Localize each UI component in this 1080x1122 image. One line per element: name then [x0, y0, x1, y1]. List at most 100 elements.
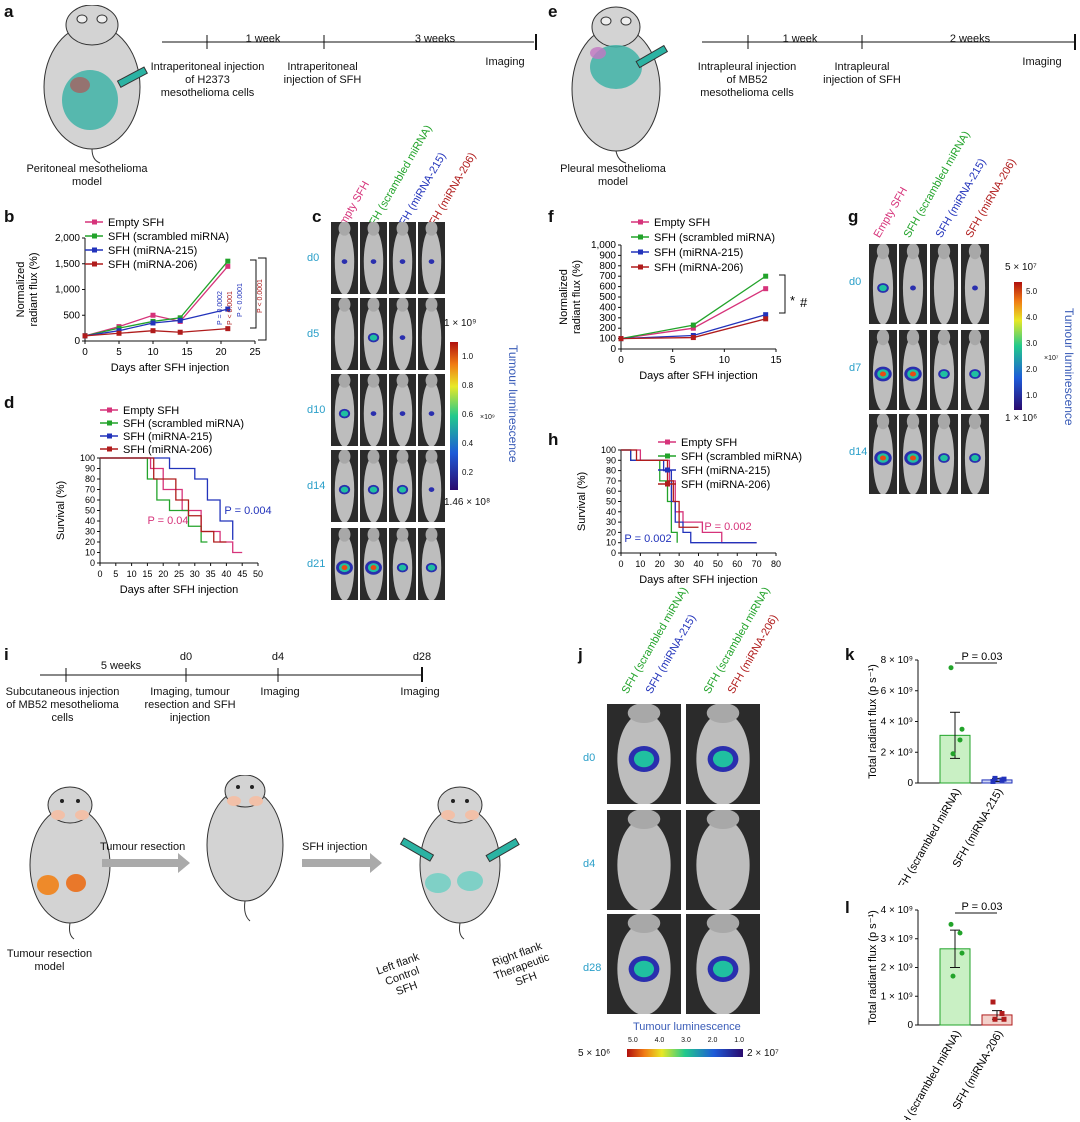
timeline-period-i-1: 5 weeks	[100, 660, 142, 672]
mouse-head	[706, 914, 740, 933]
legend-entry: SFH (scrambled miRNA)	[123, 418, 244, 430]
row-day-label: d4	[583, 858, 596, 870]
imaging-tile	[961, 330, 989, 410]
y-axis-label: Normalizedradiant flux (%)	[15, 253, 40, 327]
imaging-tile	[360, 450, 387, 522]
legend-marker	[107, 446, 112, 452]
mouse-head	[367, 222, 380, 236]
label-left-flank: Left flank Control SFH	[374, 950, 422, 999]
x-tick-label: 40	[693, 559, 703, 569]
x-tick-label: 20	[655, 559, 665, 569]
x-tick-label: 50	[713, 559, 723, 569]
data-point	[690, 325, 696, 331]
data-point	[225, 258, 231, 264]
imaging-tile	[869, 244, 897, 324]
p-value-annotation: P < 0.0001	[257, 279, 264, 313]
y-tick-label: 40	[606, 507, 616, 517]
p-value-annotation: P < 0.0001	[227, 291, 234, 325]
panel-label-c: c	[312, 207, 322, 226]
imaging-tile-image	[872, 244, 894, 324]
imaging-tile	[686, 810, 760, 910]
legend-marker	[92, 233, 97, 239]
row-day-label: d0	[849, 276, 862, 288]
imaging-tile	[686, 914, 760, 1014]
imaging-tile-image	[334, 374, 355, 446]
significance-star: *	[790, 293, 795, 308]
colorbar-j-tick: 4.0	[654, 1037, 665, 1044]
mouse-head	[706, 704, 740, 723]
resection-illustration	[29, 775, 520, 940]
y-tick-label: 80	[85, 474, 95, 484]
imaging-tile	[607, 704, 681, 804]
imaging-tile	[899, 244, 927, 324]
imaging-tile-image	[617, 704, 671, 804]
mouse-head	[367, 374, 380, 388]
row-day-label: d14	[307, 480, 326, 492]
colorbar-c	[450, 342, 458, 490]
imaging-tile	[331, 450, 358, 522]
imaging-tile-image	[392, 528, 413, 600]
imaging-tile	[389, 298, 416, 370]
luminescence-signal	[940, 370, 948, 378]
luminescence-signal	[633, 750, 655, 768]
series-line	[84, 265, 229, 337]
y-tick-label: 80	[606, 466, 616, 476]
significance-hash: #	[800, 295, 808, 310]
mouse-head	[627, 704, 661, 723]
imaging-tile	[930, 244, 958, 324]
mouse-head	[425, 374, 438, 388]
x-tick-label: 5	[116, 347, 122, 358]
luminescence-signal	[370, 565, 377, 571]
legend-entry: Empty SFH	[654, 217, 710, 229]
y-tick-label: 60	[606, 486, 616, 496]
legend-marker	[638, 219, 643, 225]
colorbar-j-title: Tumour luminescence	[633, 1021, 741, 1033]
colorbar-g-exponent: ×10⁷	[1044, 355, 1059, 362]
caption-peritoneal-model: Peritoneal mesothelioma model	[26, 163, 148, 188]
luminescence-signal	[971, 454, 979, 462]
colorbar-j-right-label: 2 × 10⁷	[747, 1048, 779, 1059]
colorbar-c-tick: 0.8	[462, 381, 474, 390]
mouse-head	[338, 222, 351, 236]
timeline-day-i-d4: d4	[271, 651, 285, 663]
mouse-head	[425, 450, 438, 464]
imaging-tile-image	[933, 414, 955, 494]
mouse-body	[334, 304, 355, 370]
imaging-tile	[360, 374, 387, 446]
mouse-head	[367, 528, 380, 542]
colorbar-g-tick: 1.0	[1026, 391, 1038, 400]
imaging-tile	[389, 528, 416, 600]
row-day-label: d0	[307, 252, 320, 264]
imaging-tile-image	[964, 414, 986, 494]
imaging-tile	[389, 374, 416, 446]
imaging-tile	[331, 222, 358, 294]
legend-entry: SFH (scrambled miRNA)	[108, 231, 229, 243]
y-tick-label: 800	[599, 261, 616, 272]
timeline-e	[702, 34, 1076, 50]
legend-entry: Empty SFH	[681, 437, 737, 449]
y-tick-label: 50	[85, 506, 95, 516]
y-tick-label: 500	[599, 292, 616, 303]
y-tick-label: 60	[85, 495, 95, 505]
mouse-head	[396, 222, 409, 236]
panel-label-h: h	[548, 430, 559, 449]
y-tick-label: 4 × 10⁹	[881, 717, 913, 728]
data-point	[177, 317, 183, 323]
y-axis-label-line: Normalized	[558, 269, 570, 325]
imaging-tile	[360, 528, 387, 600]
x-tick-label: 60	[732, 559, 742, 569]
data-point	[150, 328, 156, 334]
row-day-label: d14	[849, 446, 868, 458]
luminescence-signal	[398, 486, 407, 493]
x-axis-label: Days after SFH injection	[111, 362, 230, 374]
y-tick-label: 2 × 10⁹	[881, 747, 913, 758]
mouse-head	[367, 450, 380, 464]
series-line	[84, 308, 228, 337]
x-tick-label: 20	[158, 569, 168, 579]
panel-label-l: l	[845, 898, 850, 917]
data-point	[950, 751, 956, 757]
x-tick-label: 25	[249, 347, 261, 358]
legend-entry: SFH (miRNA-215)	[681, 465, 770, 477]
